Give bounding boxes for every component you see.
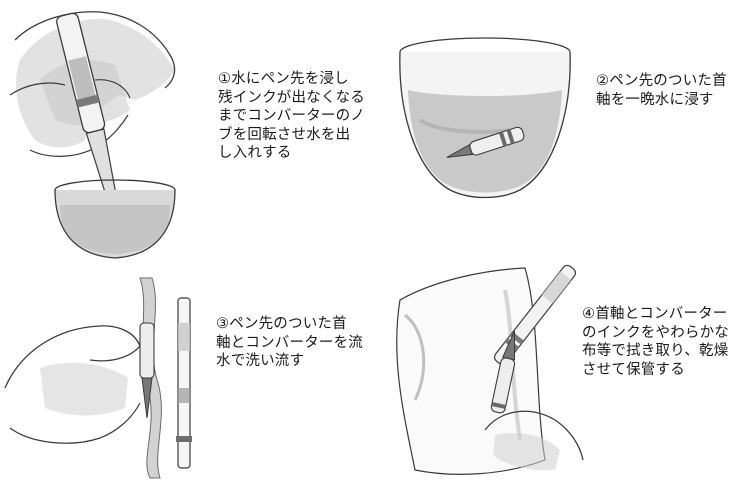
step-4-line-2: のインクをやわらかな (582, 324, 729, 341)
section-soaking-in-bowl-illustration (399, 37, 571, 199)
step-2-line-2: 軸を一晩水に浸す (596, 91, 714, 108)
step-1-line-5: し入れする (218, 145, 292, 161)
wiping-with-cloth-illustration (396, 264, 584, 475)
step-1-line-1: ①水にペン先を浸し (218, 71, 349, 87)
step-1-line-4: ブを回転させ水を出 (218, 126, 351, 143)
rinsing-under-running-water-illustration (4, 277, 192, 479)
step-3-caption: ③ペン先のついた首 軸とコンバーターを流 水で洗い流す (216, 315, 363, 371)
step-3-line-1: ③ペン先のついた首 (216, 316, 347, 332)
step-3-line-3: 水で洗い流す (216, 353, 305, 369)
step-1-line-3: までコンバーターのノ (218, 108, 365, 124)
step-2-line-1: ②ペン先のついた首 (596, 73, 727, 89)
step-3-line-2: 軸とコンバーターを流 (216, 334, 363, 351)
step-2-caption: ②ペン先のついた首 軸を一晩水に浸す (596, 72, 727, 109)
step-4-line-1: ④首軸とコンバーター (582, 306, 728, 322)
step-4-line-3: 布等で拭き取り、乾燥 (582, 343, 729, 359)
step-4-caption: ④首軸とコンバーター のインクをやわらかな 布等で拭き取り、乾燥 させて保管する (582, 305, 729, 379)
step-1-caption: ①水にペン先を浸し 残インクが出なくなる までコンバーターのノ ブを回転させ水を… (218, 70, 365, 163)
step-1-line-2: 残インクが出なくなる (218, 89, 365, 106)
pen-in-glass-illustration (9, 11, 176, 259)
step-4-line-4: させて保管する (582, 361, 685, 378)
